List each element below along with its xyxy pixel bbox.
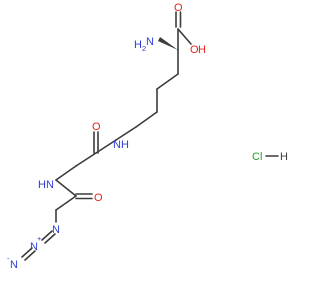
bond-n-c-amide1 xyxy=(95,139,117,154)
bond-amide1-ch2 xyxy=(75,152,97,167)
atom-salt-cl: Cl xyxy=(252,151,262,163)
bond-cooh-oh xyxy=(177,28,192,45)
atom-amino-h: H xyxy=(134,39,142,51)
atom-acid-oh-h: H xyxy=(198,44,206,56)
atom-amide2-h: H xyxy=(38,179,46,191)
atom-azide-n-central: N xyxy=(30,241,38,253)
bond-ce-n xyxy=(115,126,137,141)
atom-azide-n-alpha: N xyxy=(52,224,60,236)
atom-amide2-n: N xyxy=(46,179,54,191)
bond-ch2-n2 xyxy=(55,165,77,181)
atom-amide1-n: N xyxy=(113,139,121,151)
atom-amide1-h: H xyxy=(121,139,129,151)
bond-azide-n1-n2-1 xyxy=(41,230,53,241)
molecule-diagram: H 2 N O O H N H O H N O N - N + N Cl H xyxy=(7,2,288,271)
atom-salt-h: H xyxy=(280,151,288,163)
bond-amide2-ch2 xyxy=(55,195,77,211)
atom-azide-plus-charge: + xyxy=(37,234,42,243)
atom-azide-minus-charge: - xyxy=(7,254,10,263)
atom-azide-n-terminal: N xyxy=(10,259,18,271)
bond-cd-ce xyxy=(135,111,158,128)
bond-azide-n2-n3-2 xyxy=(24,250,36,261)
atom-amino-n: N xyxy=(146,36,154,48)
atom-amide2-o: O xyxy=(94,192,103,204)
bond-layer xyxy=(21,11,279,261)
atom-labels: H 2 N O O H N H O H N O N - N + N Cl H xyxy=(7,2,288,271)
bond-calpha-nh2-wedge xyxy=(158,37,178,50)
atom-acid-o-double: O xyxy=(174,2,183,14)
atom-amino-subscript: 2 xyxy=(142,44,146,53)
bond-cb-cg xyxy=(156,73,179,90)
bond-azide-n2-n3-1 xyxy=(21,247,33,258)
atom-amide1-o: O xyxy=(92,121,101,133)
atom-acid-oh-o: O xyxy=(190,44,199,56)
bond-azide-n1-n2-2 xyxy=(44,233,56,244)
bond-n2-c-amide2 xyxy=(55,179,77,197)
